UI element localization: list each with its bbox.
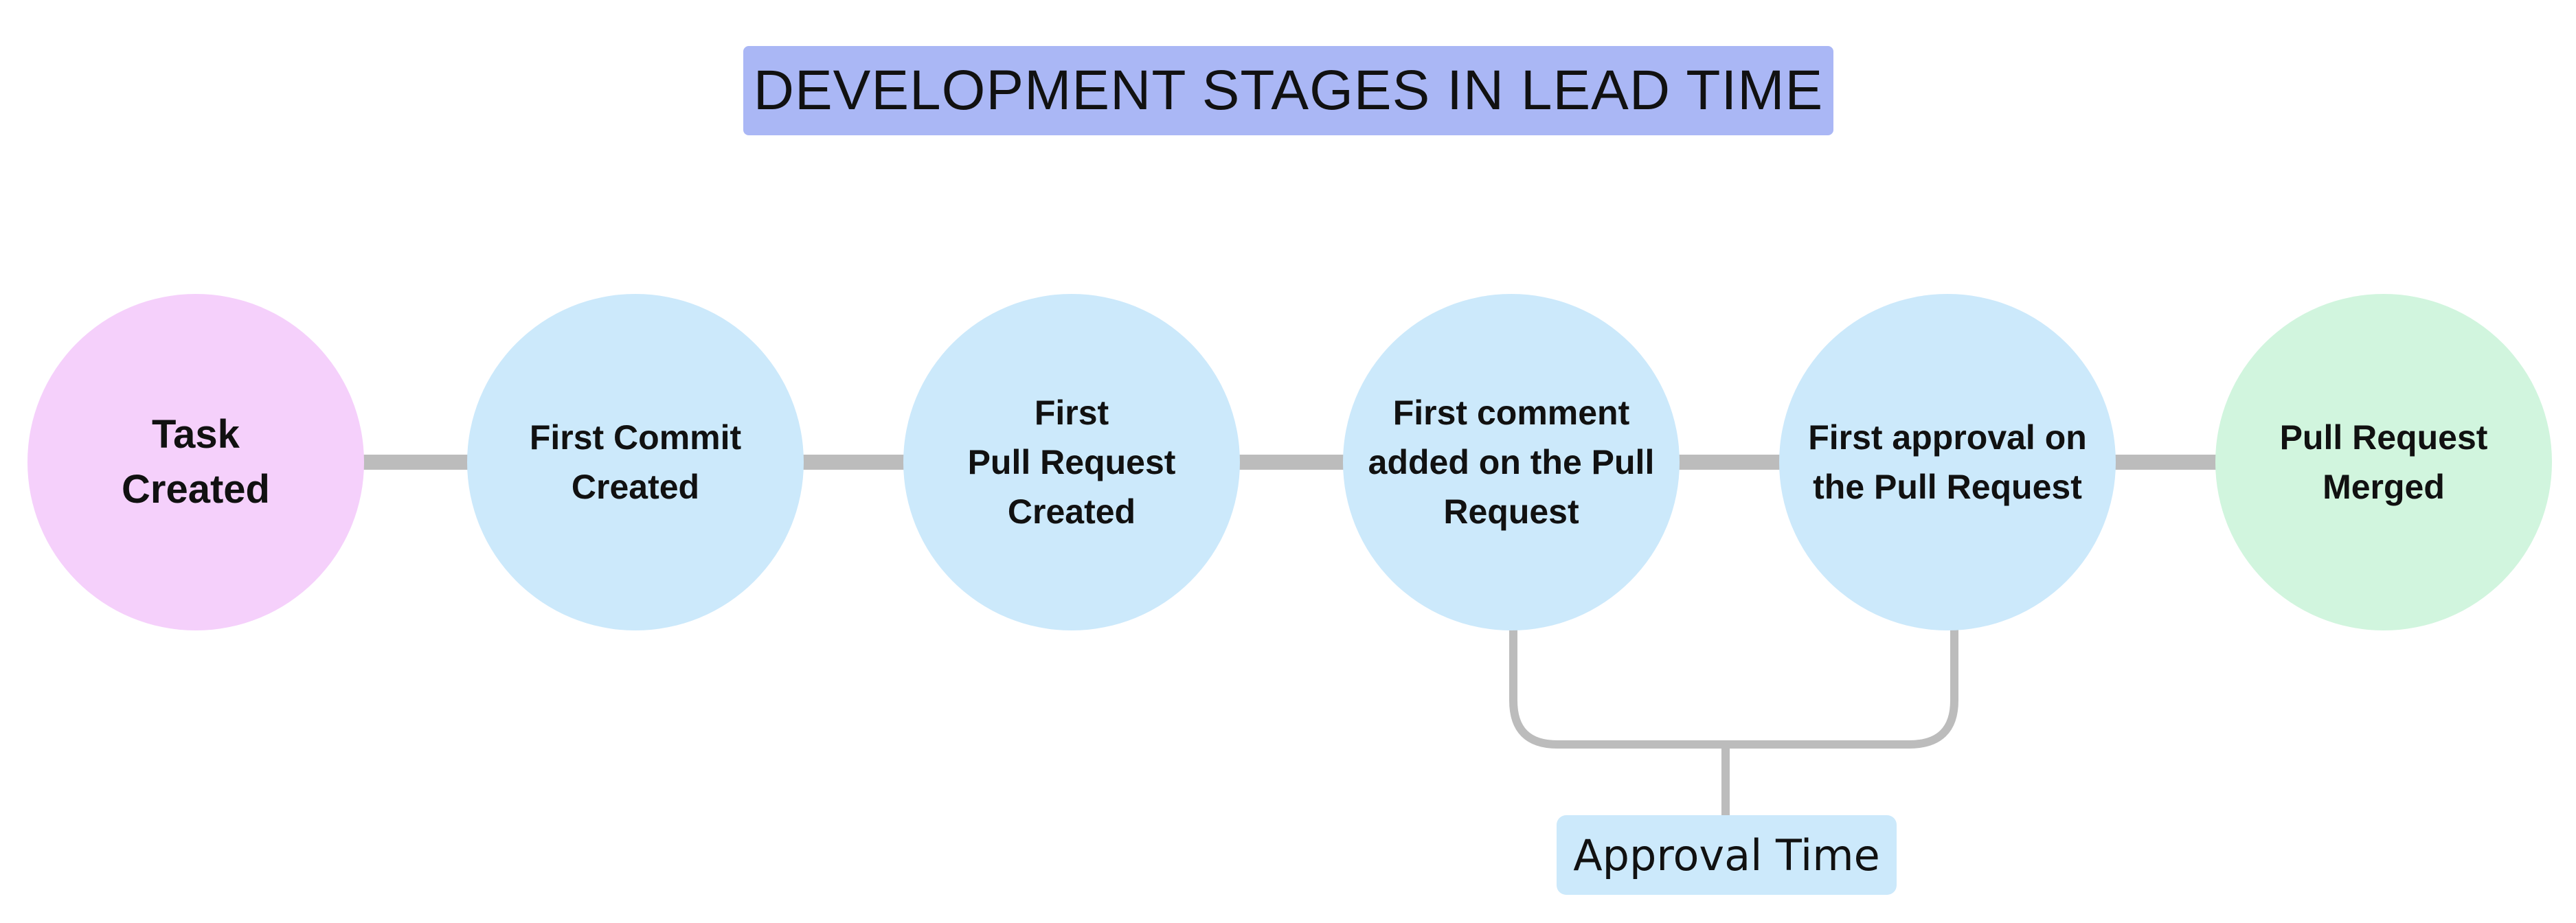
- approval-time-label: Approval Time: [1573, 830, 1880, 880]
- stage-label: First Commit Created: [529, 418, 742, 506]
- bracket-path: [1509, 626, 1958, 749]
- title-banner: DEVELOPMENT STAGES IN LEAD TIME: [743, 46, 1833, 135]
- stage-first-approval: First approval on the Pull Request: [1779, 294, 2116, 630]
- stage-label: First comment added on the Pull Request: [1368, 394, 1655, 531]
- stage-label: Pull Request Merged: [2279, 418, 2488, 506]
- stage-label: Task Created: [122, 412, 270, 512]
- stage-first-comment: First comment added on the Pull Request: [1343, 294, 1680, 630]
- stage-first-pull-request: First Pull Request Created: [903, 294, 1240, 630]
- stage-task-created: Task Created: [27, 294, 364, 630]
- stage-label: First approval on the Pull Request: [1808, 418, 2087, 506]
- page-title: DEVELOPMENT STAGES IN LEAD TIME: [753, 59, 1824, 122]
- approval-bracket: [1509, 626, 1958, 819]
- stage-first-commit: First Commit Created: [467, 294, 804, 630]
- stage-label: First Pull Request Created: [967, 394, 1176, 531]
- stage-pull-request-merged: Pull Request Merged: [2215, 294, 2552, 630]
- approval-time-label-box: Approval Time: [1557, 815, 1897, 895]
